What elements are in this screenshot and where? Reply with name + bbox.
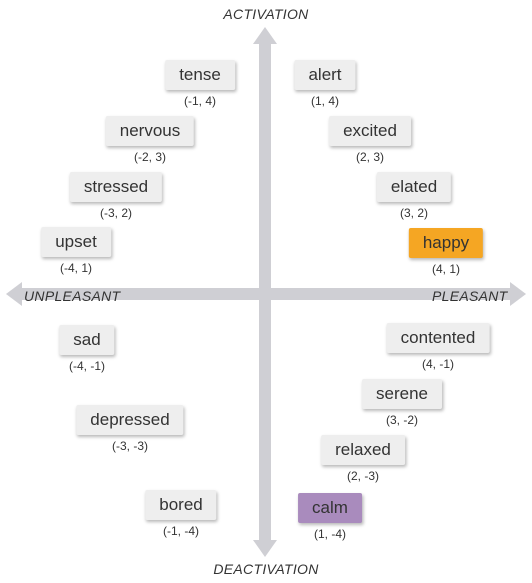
emotion-box-alert: alert — [294, 60, 356, 90]
emotion-box-stressed: stressed — [69, 172, 163, 202]
emotion-coord-upset: (-4, 1) — [59, 261, 93, 275]
emotion-box-upset: upset — [41, 227, 111, 257]
axis-label-pleasant: PLEASANT — [432, 288, 508, 304]
emotion-box-tense: tense — [165, 60, 235, 90]
emotion-coord-relaxed: (2, -3) — [346, 469, 380, 483]
emotion-coord-excited: (2, 3) — [355, 150, 385, 164]
emotion-coord-depressed: (-3, -3) — [112, 439, 148, 453]
vertical-axis-arrow-up — [253, 27, 277, 44]
emotion-coord-tense: (-1, 4) — [183, 94, 217, 108]
emotion-coord-happy: (4, 1) — [431, 262, 461, 276]
emotion-coord-elated: (3, 2) — [399, 206, 429, 220]
axis-label-unpleasant: UNPLEASANT — [24, 288, 121, 304]
emotion-coord-serene: (3, -2) — [385, 413, 419, 427]
horizontal-axis-arrow-left — [6, 282, 22, 306]
emotion-coord-nervous: (-2, 3) — [133, 150, 167, 164]
emotion-box-excited: excited — [329, 116, 411, 146]
emotion-box-bored: bored — [145, 490, 217, 520]
emotion-box-sad: sad — [59, 325, 115, 355]
horizontal-axis-shaft — [20, 288, 512, 300]
emotion-box-elated: elated — [376, 172, 452, 202]
emotion-box-serene: serene — [362, 379, 442, 409]
vertical-axis-arrow-down — [253, 540, 277, 557]
emotion-box-contented: contented — [386, 323, 490, 353]
emotion-coord-bored: (-1, -4) — [163, 524, 199, 538]
emotion-coord-contented: (4, -1) — [421, 357, 455, 371]
emotion-box-nervous: nervous — [105, 116, 195, 146]
emotion-coord-alert: (1, 4) — [310, 94, 340, 108]
emotion-coord-sad: (-4, -1) — [69, 359, 105, 373]
emotion-box-depressed: depressed — [76, 405, 184, 435]
emotion-coord-calm: (1, -4) — [313, 527, 347, 541]
emotion-box-relaxed: relaxed — [321, 435, 405, 465]
axis-label-deactivation: DEACTIVATION — [213, 561, 319, 577]
emotion-coord-stressed: (-3, 2) — [99, 206, 133, 220]
axis-label-activation: ACTIVATION — [223, 6, 309, 22]
emotion-box-calm: calm — [298, 493, 362, 523]
horizontal-axis-arrow-right — [510, 282, 526, 306]
emotion-box-happy: happy — [408, 228, 484, 258]
